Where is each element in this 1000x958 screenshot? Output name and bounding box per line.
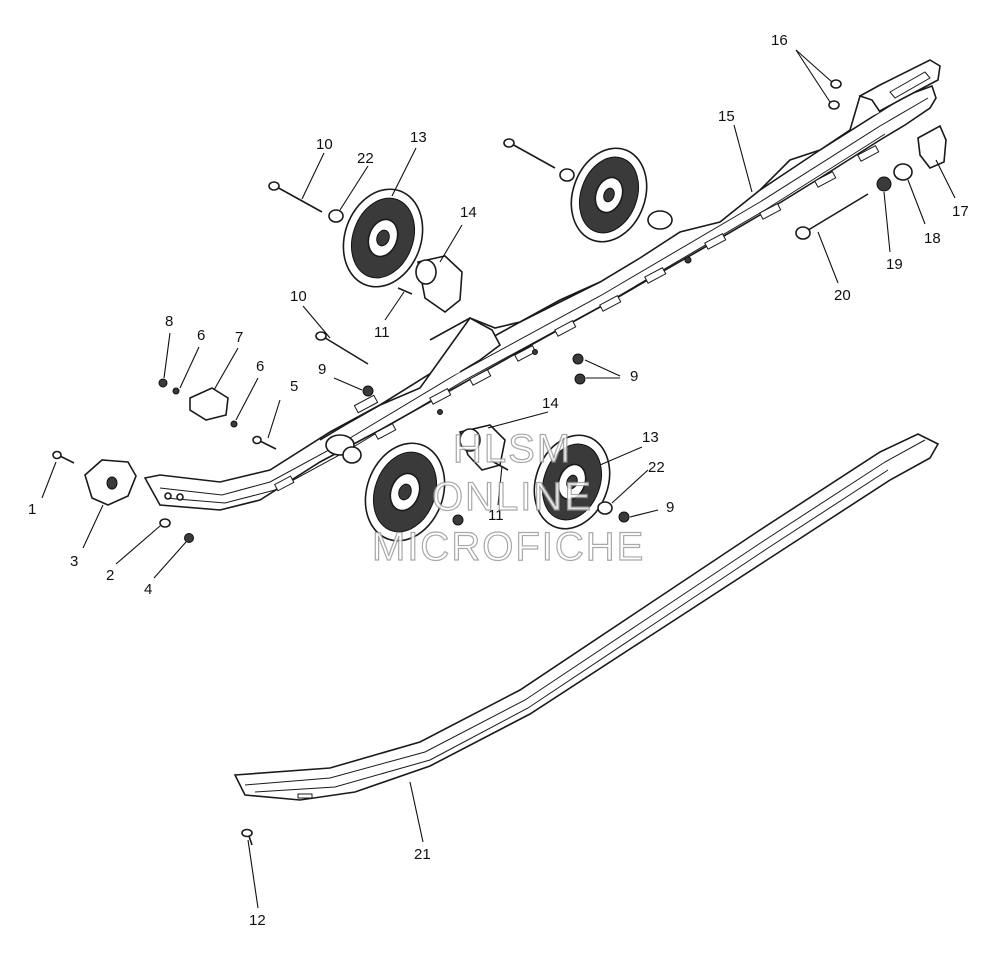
callout-17: 17 [952,203,969,220]
wheel-13-upper-left [342,188,424,288]
callout-22-a: 22 [357,150,374,167]
bushing-18 [893,163,913,181]
watermark-line3: MICROFICHE [372,525,645,569]
callout-20: 20 [834,287,851,304]
nut-9-e [452,514,464,526]
watermark-line1: HLSM [453,427,572,471]
washer-22-upper-right [559,168,575,182]
callout-2: 2 [106,567,114,584]
nut-9-c [574,373,586,385]
bolt-5 [252,435,277,450]
nut-19 [876,176,892,192]
bolt-16-b [828,100,840,110]
wheel-13-lower-left [364,442,446,542]
pin-11-lower [489,459,509,471]
callout-9-b: 9 [630,368,638,385]
callout-9-a: 9 [318,361,326,378]
callout-7: 7 [235,329,243,346]
washer-22-lower [597,501,613,515]
callout-10-a: 10 [316,136,333,153]
bolt-20 [795,193,869,240]
callout-11-b: 11 [488,507,504,524]
washer-6-a [172,387,180,395]
callout-3: 3 [70,553,78,570]
nut-8 [158,378,168,388]
spacer-14-lower [458,424,506,471]
callout-9-c: 9 [666,499,674,516]
callout-19: 19 [886,256,903,273]
watermark: HLSM ONLINE MICROFICHE [371,426,645,569]
bolt-10-upper [268,181,323,213]
callout-12: 12 [249,912,266,929]
bolt-16-a [830,79,842,89]
callout-13-a: 13 [410,129,427,146]
callouts: 1 2 3 4 5 6 6 7 8 9 9 9 10 10 11 11 12 1… [28,32,969,929]
callout-11-a: 11 [374,324,390,341]
callout-13-b: 13 [642,429,659,446]
bracket-17 [917,124,947,169]
nut-9-d [618,511,630,523]
nut-9-b [572,353,584,365]
callout-8: 8 [165,313,173,330]
callout-6-a: 6 [197,327,205,344]
washer-2 [159,518,171,528]
callout-14-a: 14 [460,204,477,221]
bolt-upper-right [503,138,556,169]
callout-18: 18 [924,230,941,247]
callout-14-b: 14 [542,395,559,412]
bolt-10-lower [315,331,369,365]
wheel-13-lower-right [533,434,611,530]
spacer-14-upper [415,255,463,313]
leader-lines [41,49,956,909]
screw-12 [241,828,253,846]
callout-22-b: 22 [648,459,665,476]
washer-6-b [230,420,238,428]
bolt-1 [52,450,75,464]
block-7 [189,387,229,421]
pin-11-upper [397,287,413,295]
wheel-13-upper-right [570,147,648,243]
watermark-line2: ONLINE [432,475,593,519]
slider-21 [233,433,940,801]
rail-15 [143,59,941,511]
callout-21: 21 [414,846,431,863]
callout-10-b: 10 [290,288,307,305]
callout-5: 5 [290,378,298,395]
callout-4: 4 [144,581,152,598]
washer-22-upper [328,209,344,223]
callout-6-b: 6 [256,358,264,375]
callout-15: 15 [718,108,735,125]
nut-9-a [362,385,374,397]
nut-4 [184,533,194,543]
callout-16: 16 [771,32,788,49]
callout-1: 1 [28,501,36,518]
